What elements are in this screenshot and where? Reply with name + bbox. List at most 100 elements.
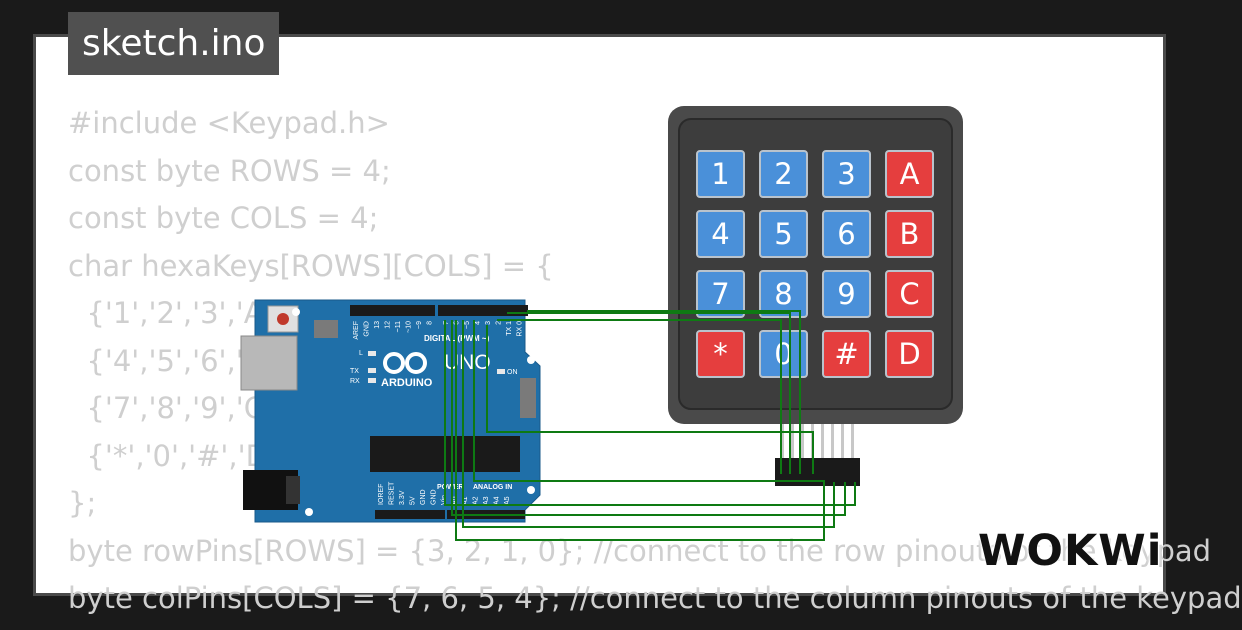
keypad-key[interactable]: 1 [696, 150, 745, 198]
power-header [375, 510, 445, 519]
pin-label: 12 [385, 321, 392, 329]
pin-label: ~9 [416, 321, 423, 329]
keypad-pin-leads [781, 424, 854, 460]
keypad-key-face [885, 150, 934, 198]
code-line: }; [68, 486, 97, 520]
preview-card [33, 34, 1166, 596]
icsp-header-right [520, 378, 536, 418]
keypad-key-face [759, 330, 808, 378]
digital-header-left [350, 305, 435, 316]
power-pin-label: RESET [389, 481, 396, 505]
code-line: const byte ROWS = 4; [68, 153, 391, 188]
wiring [444, 310, 856, 541]
power-pin-label: A3 [483, 496, 490, 505]
keypad-key[interactable]: 0 [759, 330, 808, 378]
keypad-key[interactable]: 5 [759, 210, 808, 258]
power-label: POWER [437, 484, 463, 491]
mounting-hole [305, 508, 313, 516]
power-pin-label: A2 [473, 496, 480, 505]
keypad-key-label: 8 [774, 277, 792, 311]
power-pin-label: A5 [504, 496, 511, 505]
led-label: ON [507, 369, 518, 376]
code-listing: #include <Keypad.h> const byte ROWS = 4; c… [68, 100, 1242, 623]
arduino-brand-label: ARDUINO [381, 377, 433, 389]
power-pin-label: IOREF [378, 484, 385, 505]
power-pin-label: GND [431, 489, 438, 505]
mounting-hole [527, 486, 535, 494]
reset-button[interactable] [277, 313, 289, 325]
keypad-key-face [759, 150, 808, 198]
keypad-key[interactable]: 2 [759, 150, 808, 198]
keypad-key-label: 9 [837, 277, 855, 311]
keypad-key-label: 3 [837, 157, 855, 191]
keypad-key[interactable]: D [885, 330, 934, 378]
wire [507, 312, 791, 474]
wire [451, 320, 846, 516]
power-pin-label: A4 [494, 496, 501, 505]
led-indicator [368, 378, 376, 383]
wire [444, 320, 856, 506]
keypad-key-face [696, 270, 745, 318]
mounting-hole [292, 308, 300, 316]
keypad-key-face [885, 270, 934, 318]
arduino-uno-board[interactable]: ARDUINO UNO DIGITAL (PWM ~) POWER ANALOG… [240, 299, 541, 523]
mounting-hole [527, 356, 535, 364]
pin-label: AREF [353, 321, 360, 340]
pin-label: ~3 [485, 321, 492, 329]
keypad-key-face [759, 210, 808, 258]
power-jack-barrel [286, 476, 300, 504]
pin-label: ~10 [406, 321, 413, 333]
keypad-pin-lead [841, 424, 844, 460]
keypad-key-face [696, 210, 745, 258]
code-line: char hexaKeys[ROWS][COLS] = { [68, 248, 554, 283]
led-label: RX [350, 378, 360, 385]
keypad-key[interactable]: 9 [822, 270, 871, 318]
keypad-pin-lead [791, 424, 794, 460]
keypad-pin-lead [851, 424, 854, 460]
pin-label: 2 [496, 321, 503, 325]
file-title-tab[interactable]: sketch.ino [68, 12, 280, 75]
analog-in-label: ANALOG IN [473, 484, 512, 491]
pin-label: 4 [475, 321, 482, 325]
digital-header-right [438, 305, 528, 316]
pin-label: 7 [443, 321, 450, 325]
power-pin-label: 5V [410, 496, 417, 505]
keypad-key-face [885, 210, 934, 258]
wire [527, 310, 801, 474]
keypad-key[interactable]: 4 [696, 210, 745, 258]
keypad-key-face [822, 270, 871, 318]
keypad-key[interactable]: C [885, 270, 934, 318]
keypad-key[interactable]: * [696, 330, 745, 378]
keypad-key[interactable]: A [885, 150, 934, 198]
keypad-key[interactable]: # [822, 330, 871, 378]
keypad-key[interactable]: 7 [696, 270, 745, 318]
keypad-key-face [822, 210, 871, 258]
keypad-key-label: 0 [774, 337, 792, 371]
pin-label: TX 1 [506, 321, 513, 336]
keypad-key-face [696, 150, 745, 198]
keypad-pin-lead [781, 424, 784, 460]
arduino-logo-icon [383, 352, 427, 374]
keypad-key-label: * [713, 337, 728, 371]
keypad-inner-panel [678, 118, 953, 410]
keypad-key[interactable]: 6 [822, 210, 871, 258]
keypad-key[interactable]: B [885, 210, 934, 258]
pin-label: GND [364, 321, 371, 337]
keypad-key[interactable]: 3 [822, 150, 871, 198]
power-pin-label: A1 [462, 496, 469, 505]
keypad-key[interactable]: 8 [759, 270, 808, 318]
keypad-key-label: # [834, 337, 858, 371]
power-pin-label: 3.3V [399, 490, 406, 505]
wire [455, 320, 825, 541]
led-indicator [497, 369, 505, 374]
code-line: #include <Keypad.h> [68, 106, 390, 140]
keypad-key-label: B [900, 217, 920, 251]
keypad-key-label: 5 [774, 217, 792, 251]
code-line: byte colPins[COLS] = {7, 6, 5, 4}; //con… [68, 581, 1242, 615]
pin-label: ~11 [395, 321, 402, 332]
keypad-pin-lead [831, 424, 834, 460]
keypad-key-label: D [898, 337, 920, 371]
wokwi-logo: WOKWi [978, 526, 1163, 576]
